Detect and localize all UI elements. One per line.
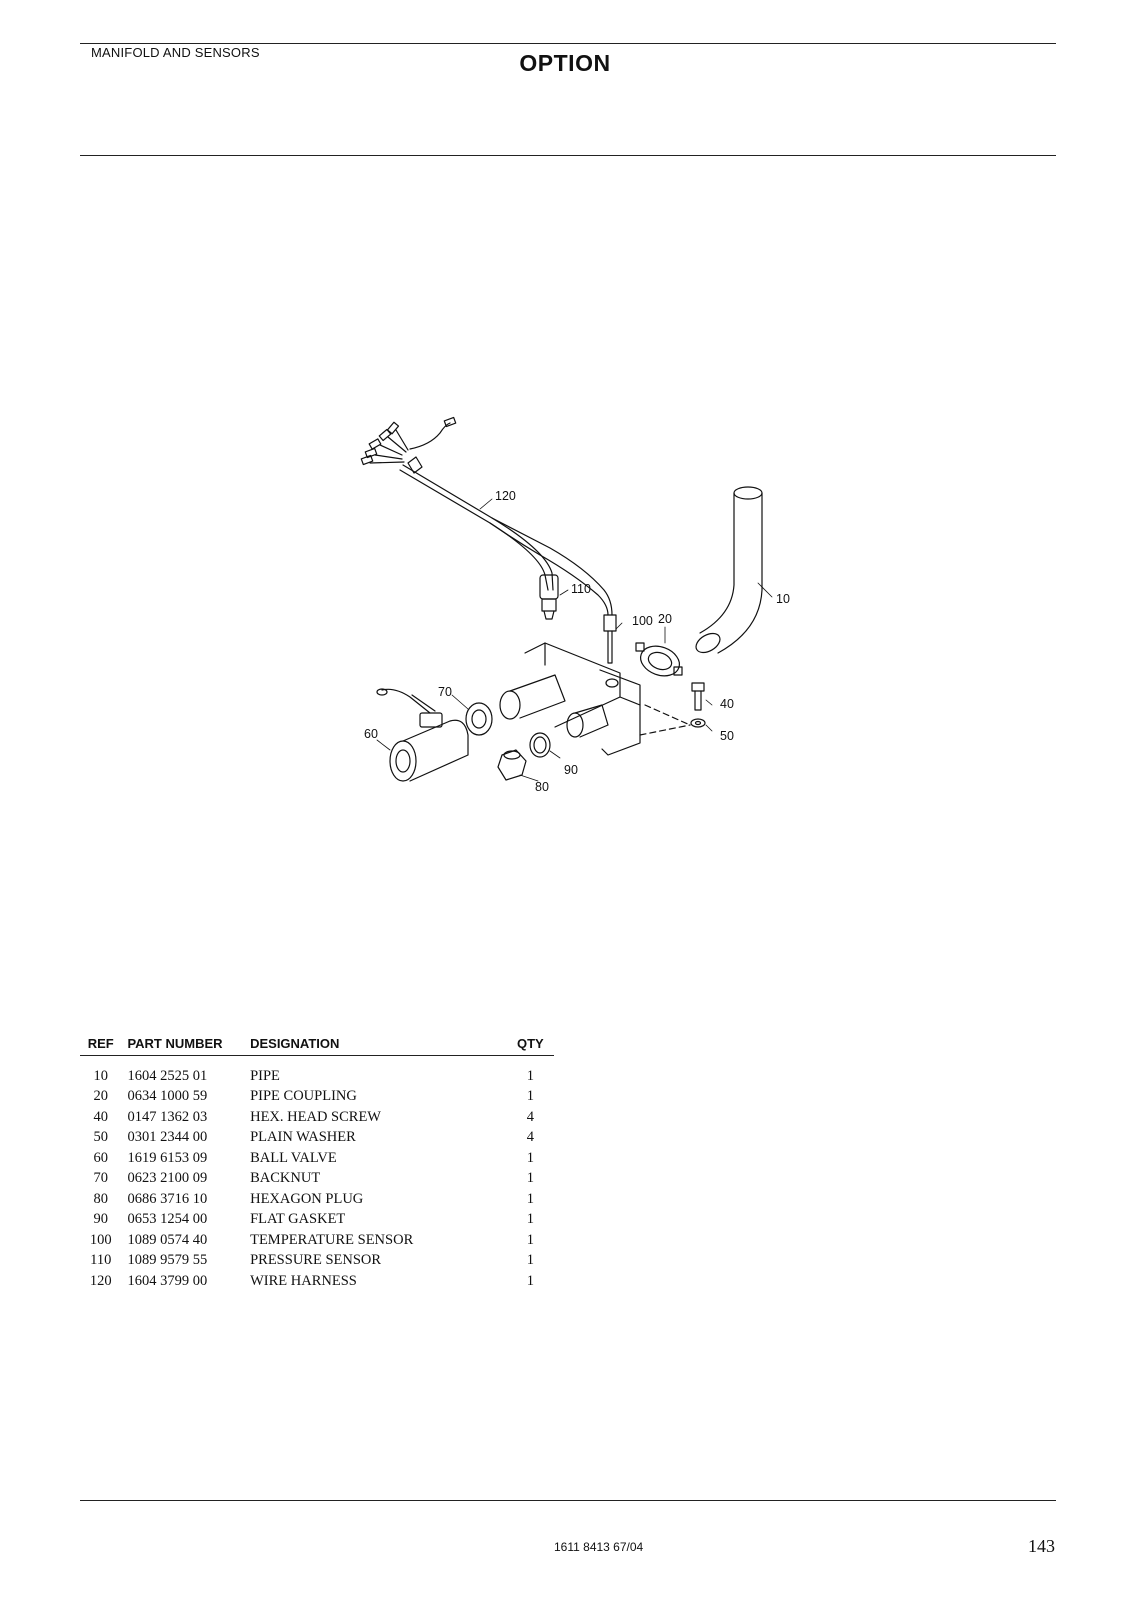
callout-70: 70	[438, 685, 452, 699]
column-header-ref: REF	[80, 1035, 122, 1056]
ball-valve-drawing	[376, 688, 469, 782]
cell-part-number: 0686 3716 10	[127, 1190, 208, 1207]
cell-ref: 10	[93, 1067, 108, 1084]
cell-qty: 1	[526, 1231, 534, 1248]
cell-designation: TEMPERATURE SENSOR	[250, 1231, 414, 1248]
cell-part-number: 1604 3799 00	[127, 1272, 208, 1289]
page-heading: OPTION	[519, 50, 611, 76]
table-row: 20 0634 1000 59 PIPE COUPLING 1	[80, 1087, 554, 1108]
cell-designation: BALL VALVE	[250, 1149, 337, 1166]
cell-designation: PIPE COUPLING	[250, 1088, 357, 1105]
plain-washer-drawing	[690, 718, 706, 728]
table-row: 120 1604 3799 00 WIRE HARNESS 1	[80, 1271, 554, 1292]
table-row: 80 0686 3716 10 HEXAGON PLUG 1	[80, 1189, 554, 1210]
page-number: 143	[1028, 1536, 1055, 1556]
wire-harness-drawing	[360, 416, 613, 616]
cell-ref: 60	[93, 1149, 108, 1166]
pipe-coupling-drawing	[635, 642, 683, 677]
cell-designation: FLAT GASKET	[250, 1211, 346, 1228]
cell-designation: HEXAGON PLUG	[250, 1190, 364, 1207]
header-top-rule	[80, 43, 1056, 44]
callout-leaders	[376, 498, 773, 782]
cell-ref: 110	[90, 1252, 112, 1269]
cell-ref: 90	[93, 1211, 108, 1228]
cell-designation: WIRE HARNESS	[250, 1272, 357, 1289]
cell-qty: 1	[526, 1088, 534, 1105]
cell-designation: HEX. HEAD SCREW	[250, 1108, 381, 1125]
cell-qty: 1	[526, 1211, 534, 1228]
column-header-qty: QTY	[506, 1035, 554, 1056]
callout-100: 100	[632, 614, 653, 628]
table-row: 100 1089 0574 40 TEMPERATURE SENSOR 1	[80, 1230, 554, 1251]
manifold-body-drawing	[499, 642, 691, 756]
cell-part-number: 0634 1000 59	[127, 1088, 208, 1105]
temperature-sensor-drawing	[603, 614, 617, 664]
cell-part-number: 0623 2100 09	[127, 1170, 208, 1187]
callout-90: 90	[564, 763, 578, 777]
cell-ref: 70	[93, 1170, 108, 1187]
callout-10: 10	[776, 592, 790, 606]
callout-20: 20	[658, 612, 672, 626]
table-row: 70 0623 2100 09 BACKNUT 1	[80, 1169, 554, 1190]
flat-gasket-drawing	[529, 732, 551, 758]
cell-part-number: 0301 2344 00	[127, 1129, 208, 1146]
document-number: 1611 8413 67/04	[554, 1540, 644, 1554]
callout-40: 40	[720, 697, 734, 711]
section-label: MANIFOLD AND SENSORS	[91, 45, 260, 60]
cell-part-number: 1604 2525 01	[127, 1067, 208, 1084]
table-row: 10 1604 2525 01 PIPE 1	[80, 1056, 554, 1087]
table-row: 40 0147 1362 03 HEX. HEAD SCREW 4	[80, 1107, 554, 1128]
cell-qty: 1	[526, 1272, 534, 1289]
pipe-drawing	[695, 486, 763, 654]
callout-80: 80	[535, 780, 549, 794]
table-row: 50 0301 2344 00 PLAIN WASHER 4	[80, 1128, 554, 1149]
table-row: 110 1089 9579 55 PRESSURE SENSOR 1	[80, 1251, 554, 1272]
cell-qty: 1	[526, 1170, 534, 1187]
cell-part-number: 1089 9579 55	[127, 1252, 208, 1269]
cell-ref: 40	[93, 1108, 108, 1125]
table-row: 90 0653 1254 00 FLAT GASKET 1	[80, 1210, 554, 1231]
cell-qty: 1	[526, 1149, 534, 1166]
callout-120: 120	[495, 489, 516, 503]
header-bottom-rule	[80, 155, 1056, 156]
cell-designation: PLAIN WASHER	[250, 1129, 356, 1146]
column-header-designation: DESIGNATION	[244, 1035, 507, 1056]
callout-60: 60	[364, 727, 378, 741]
cell-part-number: 1089 0574 40	[127, 1231, 208, 1248]
cell-designation: PIPE	[250, 1067, 280, 1084]
hexagon-plug-drawing	[497, 749, 527, 781]
cell-part-number: 0147 1362 03	[127, 1108, 208, 1125]
cell-qty: 1	[526, 1252, 534, 1269]
cell-part-number: 0653 1254 00	[127, 1211, 208, 1228]
cell-ref: 20	[93, 1088, 108, 1105]
cell-ref: 50	[93, 1129, 108, 1146]
footer-rule	[80, 1500, 1056, 1501]
cell-part-number: 1619 6153 09	[127, 1149, 208, 1166]
backnut-drawing	[465, 702, 493, 736]
hex-screw-drawing	[691, 682, 705, 711]
cell-qty: 1	[526, 1190, 534, 1207]
callout-110: 110	[571, 582, 591, 596]
cell-designation: BACKNUT	[250, 1170, 321, 1187]
parts-table-header: REF PART NUMBER DESIGNATION QTY	[80, 1035, 554, 1056]
exploded-parts-diagram: 10 20 40 50 60 70 80 90 100 110 120	[360, 416, 790, 794]
cell-designation: PRESSURE SENSOR	[250, 1252, 382, 1269]
callout-50: 50	[720, 729, 734, 743]
cell-ref: 120	[89, 1272, 112, 1289]
cell-ref: 100	[89, 1231, 112, 1248]
pressure-sensor-drawing	[539, 574, 559, 620]
cell-qty: 4	[526, 1129, 534, 1146]
table-row: 60 1619 6153 09 BALL VALVE 1	[80, 1148, 554, 1169]
cell-ref: 80	[93, 1190, 108, 1207]
cell-qty: 4	[526, 1108, 534, 1125]
column-header-part-number: PART NUMBER	[121, 1035, 245, 1056]
cell-qty: 1	[526, 1067, 534, 1084]
